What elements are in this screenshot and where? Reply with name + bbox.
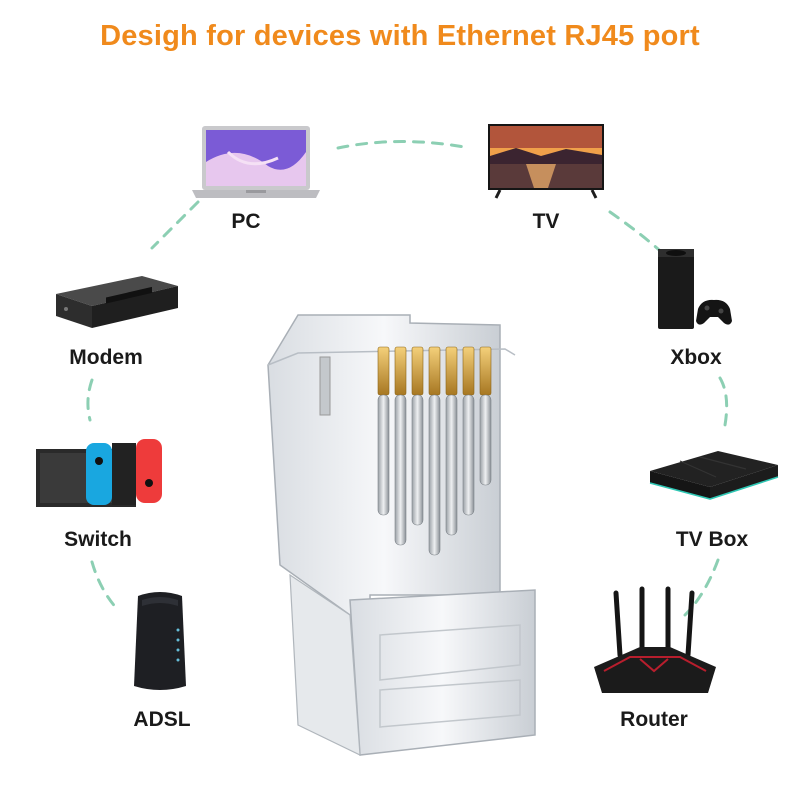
page-title: Desigh for devices with Ethernet RJ45 po…: [100, 20, 700, 52]
tv-icon: [488, 124, 604, 199]
adsl-modem-icon: [134, 592, 186, 690]
xbox-console-icon: [658, 249, 732, 329]
device-label-xbox: Xbox: [670, 346, 722, 369]
router-icon: [594, 586, 716, 693]
modem-icon: [56, 276, 178, 328]
device-label-pc: PC: [231, 210, 261, 233]
device-label-router: Router: [620, 708, 688, 731]
device-label-tv-box: TV Box: [675, 528, 749, 551]
tv-box-icon: [649, 451, 779, 500]
device-label-switch: Switch: [64, 528, 132, 551]
game-switch-icon: [36, 439, 162, 507]
device-label-adsl: ADSL: [133, 708, 191, 731]
laptop-icon: [192, 126, 320, 198]
device-label-tv: TV: [532, 210, 560, 233]
rj45-connector-icon: [267, 314, 536, 756]
device-label-modem: Modem: [69, 346, 143, 369]
